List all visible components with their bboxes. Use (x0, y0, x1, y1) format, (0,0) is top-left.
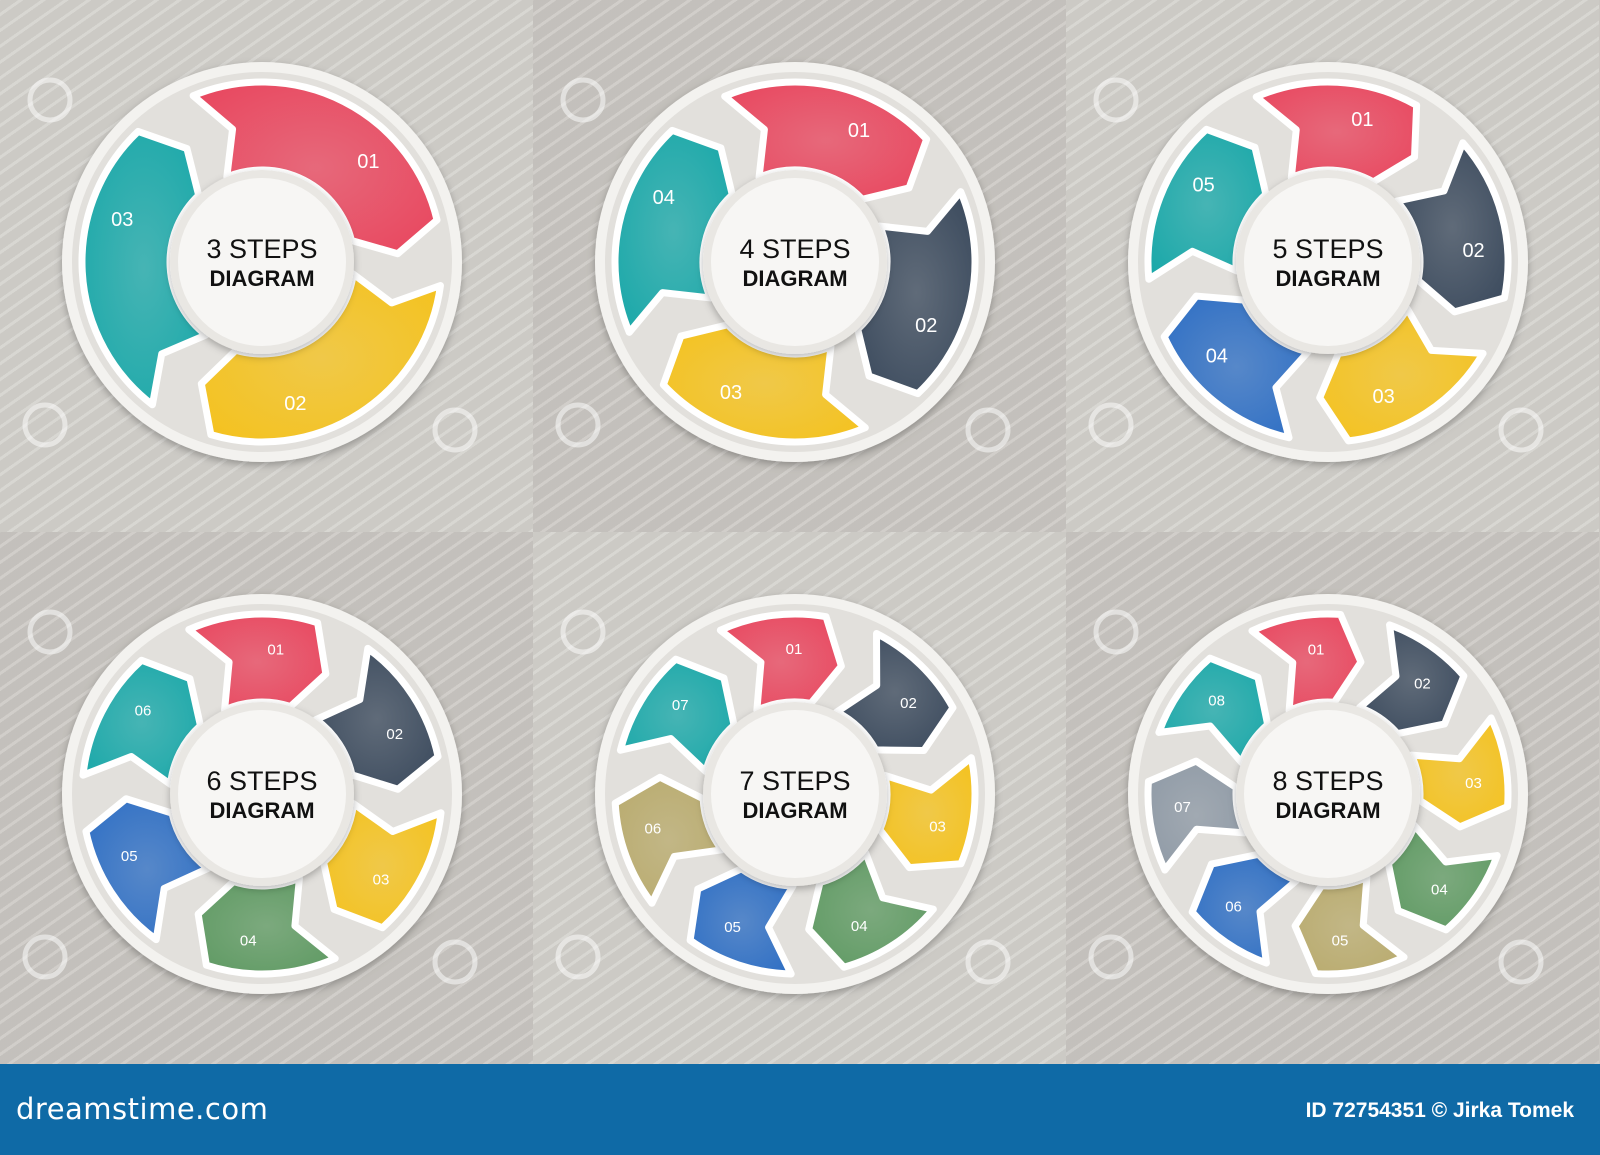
footer-bar: dreamstime.com ID 72754351 © Jirka Tomek (0, 1064, 1600, 1155)
center-disc (711, 178, 879, 346)
spiral-watermark-icon (560, 77, 606, 123)
step-label: 02 (915, 315, 937, 337)
step-label: 04 (1431, 881, 1448, 898)
diagram-title-line2: DIAGRAM (1275, 798, 1380, 823)
step-label: 08 (1208, 693, 1225, 710)
step-label: 02 (386, 726, 403, 743)
spiral-watermark-icon (965, 407, 1011, 453)
center-disc (178, 178, 346, 346)
step-label: 02 (1462, 240, 1484, 262)
step-label: 05 (1193, 174, 1215, 196)
step-label: 05 (121, 848, 138, 865)
diagram-title-line1: 7 STEPS (739, 766, 850, 796)
step-label: 03 (1465, 775, 1482, 792)
step-label: 03 (111, 209, 133, 231)
step-label: 07 (672, 697, 689, 714)
spiral-watermark-icon (1498, 407, 1544, 453)
diagram-title-line2: DIAGRAM (742, 266, 847, 291)
center-disc (1244, 178, 1412, 346)
step-label: 01 (848, 120, 870, 142)
center-disc (711, 710, 879, 878)
step-label: 05 (724, 919, 741, 936)
diagram-title-line1: 4 STEPS (739, 234, 850, 264)
step-label: 01 (1308, 641, 1325, 658)
step-label: 01 (267, 642, 284, 659)
spiral-watermark-icon (1093, 77, 1139, 123)
step-label: 04 (240, 932, 257, 949)
spiral-watermark-icon (432, 407, 478, 453)
step-label: 01 (357, 151, 379, 173)
step-label: 02 (1414, 676, 1431, 693)
spiral-watermark-icon (1498, 939, 1544, 985)
spiral-watermark-icon (22, 934, 68, 980)
spiral-watermark-icon (560, 609, 606, 655)
step-label: 06 (1225, 898, 1242, 915)
spiral-watermark-icon (22, 402, 68, 448)
spiral-watermark-icon (1088, 402, 1134, 448)
diagram-title-line1: 5 STEPS (1272, 234, 1383, 264)
brand-logo-text[interactable]: dreamstime.com (16, 1092, 269, 1126)
step-label: 04 (851, 918, 868, 935)
spiral-watermark-icon (1093, 609, 1139, 655)
spiral-watermark-icon (27, 609, 73, 655)
image-credit: ID 72754351 © Jirka Tomek (1305, 1099, 1574, 1122)
diagram-title-line1: 3 STEPS (206, 234, 317, 264)
diagram-title-line2: DIAGRAM (1275, 266, 1380, 291)
step-label: 04 (653, 187, 675, 209)
step-label: 03 (373, 872, 390, 889)
spiral-watermark-icon (432, 939, 478, 985)
step-label: 02 (900, 695, 917, 712)
step-label: 07 (1174, 799, 1191, 816)
diagram-title-line2: DIAGRAM (742, 798, 847, 823)
spiral-watermark-icon (965, 939, 1011, 985)
diagram-title-line2: DIAGRAM (209, 798, 314, 823)
step-label: 02 (284, 393, 306, 415)
diagram-title-line1: 8 STEPS (1272, 766, 1383, 796)
step-label: 04 (1206, 346, 1228, 368)
step-label: 01 (1351, 109, 1373, 131)
center-disc (1244, 710, 1412, 878)
spiral-watermark-icon (1088, 934, 1134, 980)
step-label: 05 (1332, 933, 1349, 950)
step-label: 06 (135, 702, 152, 719)
spiral-watermark-icon (555, 934, 601, 980)
step-label: 03 (929, 818, 946, 835)
diagram-title-line2: DIAGRAM (209, 266, 314, 291)
step-label: 06 (645, 820, 662, 837)
step-label: 03 (1373, 386, 1395, 408)
step-label: 03 (720, 382, 742, 404)
spiral-watermark-icon (27, 77, 73, 123)
center-disc (178, 710, 346, 878)
spiral-watermark-icon (555, 402, 601, 448)
diagram-title-line1: 6 STEPS (206, 766, 317, 796)
step-label: 01 (786, 641, 803, 658)
